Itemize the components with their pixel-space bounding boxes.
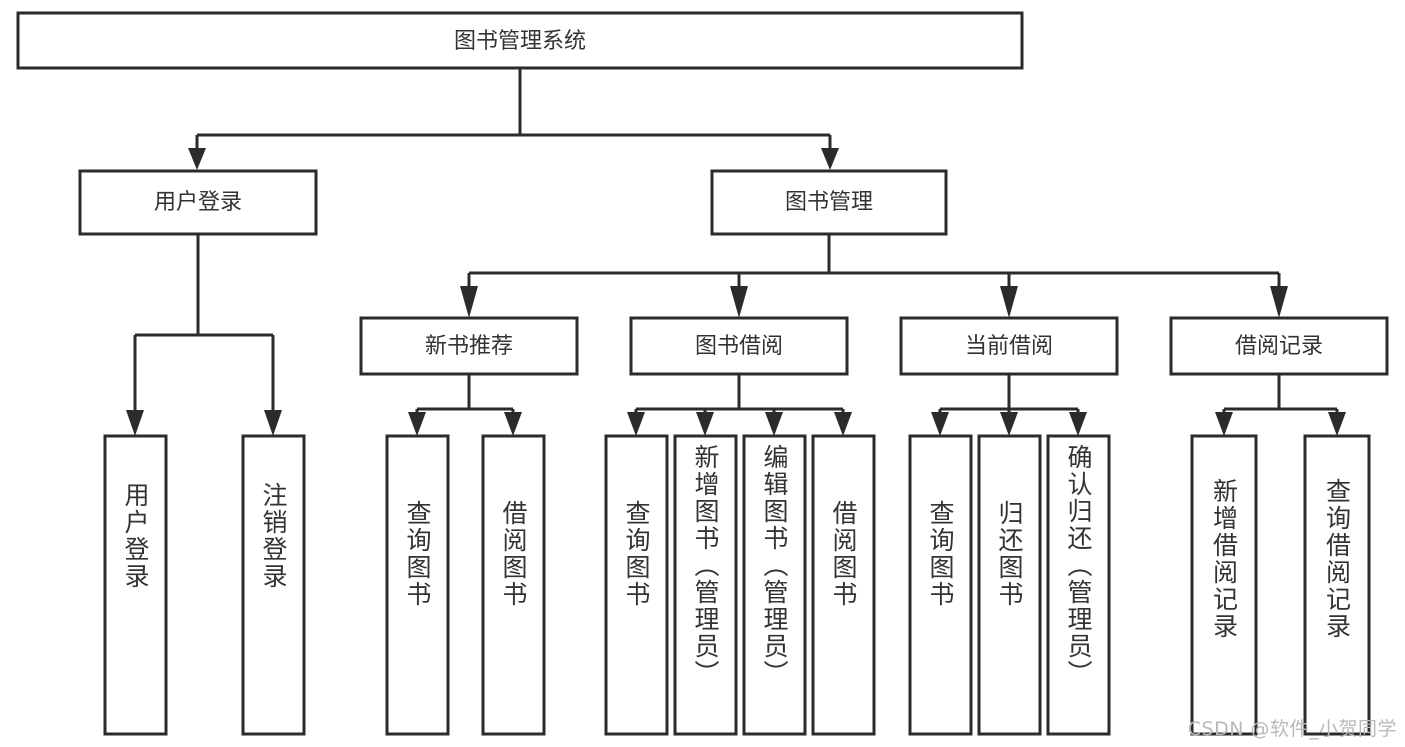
node-root-label: 图书管理系统 — [454, 29, 586, 54]
leaf-query-book-2-box[interactable] — [604, 434, 669, 736]
arrow-to-book-mgmt — [821, 148, 839, 170]
node-book-borrow-label: 图书借阅 — [695, 334, 783, 359]
arrow-leaf-add-book — [696, 412, 714, 436]
node-new-book-recommend-box[interactable] — [359, 316, 579, 376]
leaf-query-book-3-box[interactable] — [908, 434, 973, 736]
arrow-leaf-query-book-1 — [408, 412, 426, 436]
arrow-leaf-user-login — [126, 410, 144, 436]
leaf-query-book-1-box[interactable] — [385, 434, 450, 736]
leaf-logout-box[interactable] — [241, 434, 306, 736]
node-new-book-recommend-label: 新书推荐 — [425, 334, 513, 359]
arrow-to-borrow-record — [1270, 286, 1288, 318]
nodes-group: 图书管理系统 用户登录 图书管理 新书推荐 图书借阅 当前借阅 借阅记录 — [16, 11, 1389, 736]
node-book-management-label: 图书管理 — [785, 190, 873, 215]
node-user-login-box[interactable] — [78, 169, 318, 236]
arrow-to-user-login — [188, 148, 206, 170]
leaf-return-book-box[interactable] — [977, 434, 1042, 736]
arrow-leaf-add-record — [1215, 412, 1233, 436]
node-book-management-box[interactable] — [710, 169, 948, 236]
leaf-add-book-box[interactable] — [673, 434, 738, 736]
arrow-leaf-query-record — [1328, 412, 1346, 436]
leaf-edit-book-box[interactable] — [742, 434, 807, 736]
node-borrow-record-label: 借阅记录 — [1235, 334, 1323, 359]
arrow-to-current-borrow — [1000, 286, 1018, 318]
node-current-borrow-label: 当前借阅 — [965, 334, 1053, 359]
node-book-borrow-box[interactable] — [629, 316, 849, 376]
arrow-leaf-borrow-book-1 — [504, 412, 522, 436]
arrow-leaf-query-book-2 — [627, 412, 645, 436]
leaf-query-record-box[interactable] — [1303, 434, 1371, 736]
connectors-group — [126, 68, 1346, 436]
node-root-box[interactable] — [16, 11, 1024, 70]
node-borrow-record-box[interactable] — [1169, 316, 1389, 376]
leaf-borrow-book-1-box[interactable] — [481, 434, 546, 736]
leaf-add-record-box[interactable] — [1190, 434, 1258, 736]
leaf-confirm-return-box[interactable] — [1046, 434, 1111, 736]
arrow-leaf-query-book-3 — [931, 412, 949, 436]
arrow-leaf-edit-book — [765, 412, 783, 436]
arrow-leaf-return-book — [1000, 412, 1018, 436]
csdn-watermark: CSDN @软件_小贺同学 — [1187, 718, 1397, 740]
leaf-user-login-box[interactable] — [103, 434, 168, 736]
node-current-borrow-box[interactable] — [899, 316, 1119, 376]
arrow-to-book-borrow — [730, 286, 748, 318]
node-user-login-label: 用户登录 — [154, 190, 242, 215]
arrow-leaf-borrow-book-2 — [834, 412, 852, 436]
arrow-to-new-book-recommend — [460, 286, 478, 318]
arrow-leaf-confirm-return — [1069, 412, 1087, 436]
leaf-borrow-book-2-box[interactable] — [811, 434, 876, 736]
arrow-leaf-logout — [264, 410, 282, 436]
